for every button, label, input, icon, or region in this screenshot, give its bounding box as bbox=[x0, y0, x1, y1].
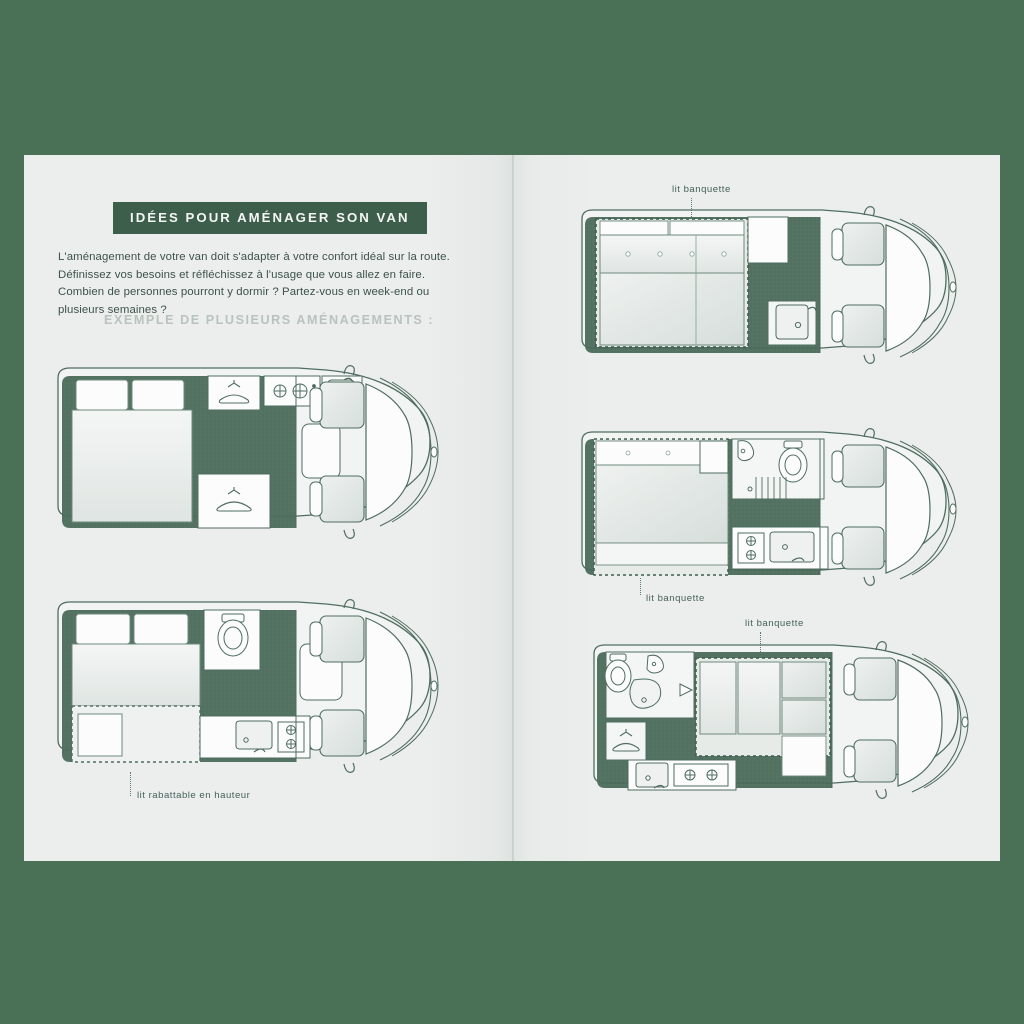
callout-lit-banquette-3: lit banquette bbox=[745, 618, 804, 629]
leader-line-layout-3 bbox=[691, 198, 692, 217]
callout-lit-rabattable: lit rabattable en hauteur bbox=[137, 790, 251, 801]
callout-lit-banquette-1: lit banquette bbox=[672, 184, 731, 195]
van-layout-3 bbox=[572, 205, 972, 365]
intro-paragraph: L'aménagement de votre van doit s'adapte… bbox=[58, 251, 450, 316]
van-layout-1 bbox=[48, 362, 448, 542]
van-layout-4 bbox=[572, 427, 972, 587]
leader-line-layout-2 bbox=[130, 772, 131, 796]
section-subheading: EXEMPLE DE PLUSIEURS AMÉNAGEMENTS : bbox=[104, 313, 435, 327]
van-layout-5 bbox=[584, 640, 984, 800]
callout-lit-banquette-2: lit banquette bbox=[646, 593, 705, 604]
van-layout-2 bbox=[48, 596, 448, 776]
leader-line-layout-5 bbox=[760, 632, 761, 654]
book-gutter bbox=[512, 155, 514, 861]
page-title: IDÉES POUR AMÉNAGER SON VAN bbox=[113, 202, 427, 234]
leader-line-layout-4 bbox=[640, 578, 641, 595]
